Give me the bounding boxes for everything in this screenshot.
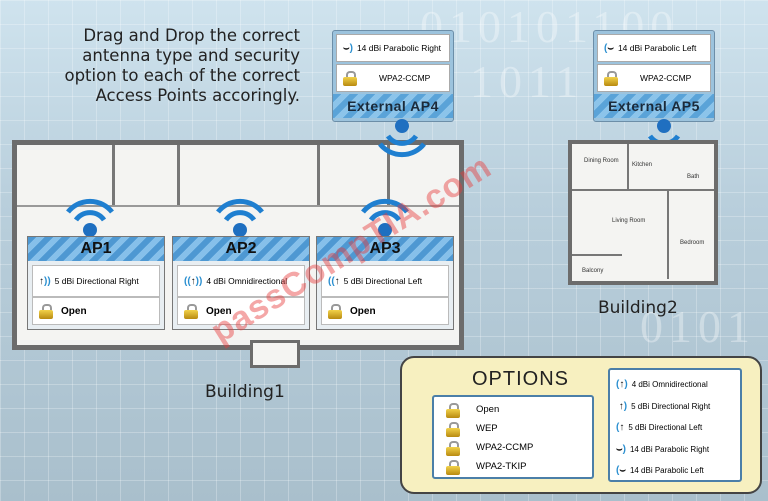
building2-floorplan: Dining Room Kitchen Bath Living Room Bed… [568,140,718,285]
instructions: Drag and Drop the correct antenna type a… [64,26,300,105]
antenna-options-list: (↑)4 dBi Omnidirectional ↑)5 dBi Directi… [608,368,742,482]
wifi-icon [361,198,409,237]
ap1-dropzone[interactable]: AP1 ↑))5 dBi Directional Right Open [27,236,165,330]
wifi-icon [66,198,114,237]
security-slot[interactable]: WPA2-CCMP [597,64,711,92]
ap3-dropzone[interactable]: AP3 ((↑5 dBi Directional Left Open [316,236,454,330]
lock-icon [343,71,357,86]
room-label: Bath [687,174,700,180]
parabolic-right-icon: ⌣) [343,42,353,54]
lock-icon [39,304,53,319]
ap-label: AP3 [317,237,453,261]
security-slot[interactable]: Open [321,297,449,325]
room-label: Living Room [612,218,646,224]
directional-right-icon: ↑)) [39,275,51,287]
security-slot[interactable]: Open [177,297,305,325]
options-panel: OPTIONS Open WEP WPA2-CCMP WPA2-TKIP (↑)… [400,356,762,494]
security-slot[interactable]: Open [32,297,160,325]
room-label: Balcony [582,268,604,274]
antenna-slot[interactable]: ⌣)14 dBi Parabolic Right [336,34,450,62]
lock-icon [328,304,342,319]
antenna-option-directional-right[interactable]: ↑)5 dBi Directional Right [616,396,740,418]
security-option-wep[interactable]: WEP [446,419,592,438]
omnidirectional-icon: (↑) [616,379,628,391]
ap2-dropzone[interactable]: AP2 ((↑))4 dBi Omnidirectional Open [172,236,310,330]
security-options-list: Open WEP WPA2-CCMP WPA2-TKIP [432,395,594,479]
parabolic-left-icon: (⌣ [604,42,614,54]
background-binary: 0101 [640,301,756,352]
ap-label: External AP5 [594,94,714,118]
external-ap5-dropzone[interactable]: (⌣14 dBi Parabolic Left WPA2-CCMP Extern… [593,30,715,122]
building1-label: Building1 [205,382,285,402]
lock-icon [446,459,460,475]
ap-label: AP1 [28,237,164,261]
antenna-slot[interactable]: ((↑5 dBi Directional Left [321,265,449,297]
wifi-icon [216,198,264,237]
room-label: Kitchen [632,162,653,168]
lock-icon [446,440,460,456]
antenna-option-parabolic-left[interactable]: (⌣14 dBi Parabolic Left [616,465,704,477]
ap-label: AP2 [173,237,309,261]
options-title: OPTIONS [472,368,570,390]
security-slot[interactable]: WPA2-CCMP [336,64,450,92]
antenna-slot[interactable]: ((↑))4 dBi Omnidirectional [177,265,305,297]
antenna-option-parabolic-right[interactable]: ⌣)14 dBi Parabolic Right [616,443,710,455]
security-option-open[interactable]: Open [446,400,592,419]
antenna-option-directional-left[interactable]: (↑5 dBi Directional Left [616,422,703,434]
building2-label: Building2 [598,298,678,318]
omnidirectional-icon: ((↑)) [184,275,203,287]
room-label: Dining Room [584,158,619,164]
ap-label: External AP4 [333,94,453,118]
security-option-wpa2-tkip[interactable]: WPA2-TKIP [446,457,592,476]
lock-icon [446,402,460,418]
lock-icon [446,421,460,437]
building1-entry [250,340,300,368]
external-ap4-dropzone[interactable]: ⌣)14 dBi Parabolic Right WPA2-CCMP Exter… [332,30,454,122]
background-binary: 1011 [470,56,585,107]
lock-icon [604,71,618,86]
antenna-slot[interactable]: ↑))5 dBi Directional Right [32,265,160,297]
room-label: Bedroom [680,240,705,246]
directional-right-icon: ↑) [618,400,628,412]
directional-left-icon: ((↑ [328,275,340,287]
security-option-wpa2-ccmp[interactable]: WPA2-CCMP [446,438,592,457]
wifi-icon [378,119,426,158]
directional-left-icon: (↑ [616,422,625,434]
antenna-option-omni[interactable]: (↑)4 dBi Omnidirectional [616,379,708,391]
parabolic-left-icon: (⌣ [616,465,626,477]
lock-icon [184,304,198,319]
parabolic-right-icon: ⌣) [616,443,626,455]
antenna-slot[interactable]: (⌣14 dBi Parabolic Left [597,34,711,62]
